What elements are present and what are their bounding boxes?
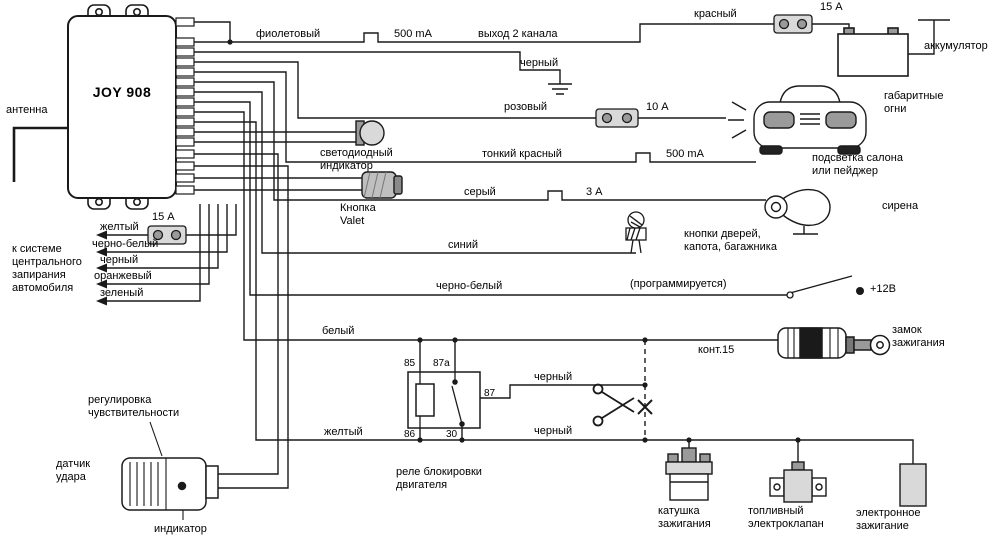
left-arrowheads — [96, 230, 107, 306]
door-buttons-label: кнопки дверей, капота, багажника — [684, 228, 777, 253]
main-unit — [67, 4, 177, 210]
ignition-coil — [665, 447, 713, 501]
siren — [764, 188, 831, 235]
antenna-label: антенна — [6, 104, 48, 116]
battery-label: аккумулятор — [924, 40, 988, 52]
electronic-ignition-box — [899, 463, 927, 507]
wire-label-red: красный — [694, 8, 737, 20]
wire-black-white — [194, 101, 788, 296]
wire-relay-pins — [419, 340, 645, 440]
relay-pin-85: 85 — [404, 358, 416, 369]
wire-label-pink: розовый — [504, 101, 548, 113]
unit-title: JOY 908 — [92, 84, 152, 100]
wire-yellow-black — [194, 121, 914, 464]
electronic-ignition-label: электронное зажигание — [856, 507, 921, 532]
scissors-icon — [592, 383, 635, 427]
wire-label-black-left: черный — [100, 254, 139, 266]
label-3a: 3 А — [586, 186, 603, 198]
shock-sensor — [121, 457, 219, 511]
junction-dots — [227, 39, 801, 443]
label-500ma-light: 500 mA — [666, 148, 704, 160]
wires — [104, 19, 950, 520]
fuse-15a-left — [147, 225, 187, 245]
salon-light-label: подсветка салона или пейджер — [812, 152, 903, 177]
wire-battery-ground — [908, 19, 950, 55]
shock-sensor-label: датчик удара — [56, 458, 91, 483]
wire-violet-red — [194, 23, 850, 43]
ignition-lock-label: замок зажигания — [892, 324, 945, 349]
wire-sensor — [194, 153, 289, 489]
battery — [837, 27, 909, 77]
wire-label-thin-red: тонкий красный — [482, 148, 562, 160]
connector-pins — [175, 17, 195, 195]
central-locking-label: к системе центрального запирания автомоб… — [12, 243, 82, 294]
wire-white — [194, 111, 778, 341]
wire-label-orange-left: оранжевый — [94, 270, 152, 282]
fuel-valve — [769, 461, 827, 503]
wire-black-to-ground — [194, 51, 572, 95]
valet-label: Кнопка Valet — [340, 202, 376, 227]
wire-left-block — [104, 204, 237, 302]
wire-thin-red — [194, 71, 756, 163]
wire-label-black-bottom: черный — [534, 425, 573, 437]
wire-stub — [194, 21, 231, 42]
door-pin-switch — [625, 211, 647, 254]
wire-label-blue: синий — [448, 239, 479, 251]
wire-label-gray: серый — [464, 186, 496, 198]
siren-label: сирена — [882, 200, 919, 212]
parking-lights-label: габаритные огни — [884, 90, 944, 115]
relay-pin-86: 86 — [404, 429, 416, 440]
wire-blue — [194, 91, 636, 254]
label-fuse-15a-left: 15 А — [152, 211, 175, 223]
car-front — [728, 85, 867, 155]
wire-switch-arm — [789, 275, 853, 294]
relay-pin-87a: 87a — [433, 358, 450, 369]
fuel-valve-label: топливный электроклапан — [748, 505, 824, 530]
sensitivity-label: регулировка чувствительности — [88, 394, 180, 419]
ignition-lock — [777, 327, 891, 359]
wire-label-yellow-bottom: желтый — [324, 426, 363, 438]
wire-led — [194, 131, 356, 143]
relay — [407, 371, 481, 429]
label-500ma-output: 500 mA — [394, 28, 432, 40]
kont15-label: конт.15 — [698, 344, 735, 356]
wire-label-black-white-left: черно-белый — [92, 238, 159, 250]
cut-x-mark — [637, 399, 653, 415]
label-fuse-10a: 10 А — [646, 101, 669, 113]
wire-gray — [194, 81, 766, 201]
wire-label-green-left: зеленый — [100, 287, 144, 299]
fuse-15a-top — [773, 14, 813, 34]
led-indicator — [355, 120, 385, 146]
wire-pink — [194, 61, 726, 119]
wire-label-yellow-left: желтый — [100, 221, 139, 233]
plus12-label: +12В — [870, 283, 896, 295]
valet-button — [361, 171, 403, 199]
programmable-label: (программируется) — [630, 278, 727, 290]
sensor-indicator-label: индикатор — [154, 523, 207, 535]
wire-label-white: белый — [322, 325, 355, 337]
antenna-wire — [12, 126, 68, 182]
wire-valet — [194, 177, 362, 191]
label-fuse-15a-top: 15 А — [820, 1, 843, 13]
plus12-switch — [786, 287, 864, 299]
relay-label: реле блокировки двигателя — [396, 466, 482, 491]
wire-label-violet: фиолетовый — [256, 28, 321, 40]
relay-pin-30: 30 — [446, 429, 458, 440]
wire-label-black-white: черно-белый — [436, 280, 503, 292]
led-label: светодиодный индикатор — [320, 147, 393, 172]
relay-pin-87: 87 — [484, 388, 496, 399]
fuse-10a — [595, 108, 639, 128]
wire-label-black-top: черный — [520, 57, 559, 69]
label-channel2-output: выход 2 канала — [478, 28, 558, 40]
ignition-coil-label: катушка зажигания — [658, 505, 711, 530]
wire-label-black-mid: черный — [534, 371, 573, 383]
